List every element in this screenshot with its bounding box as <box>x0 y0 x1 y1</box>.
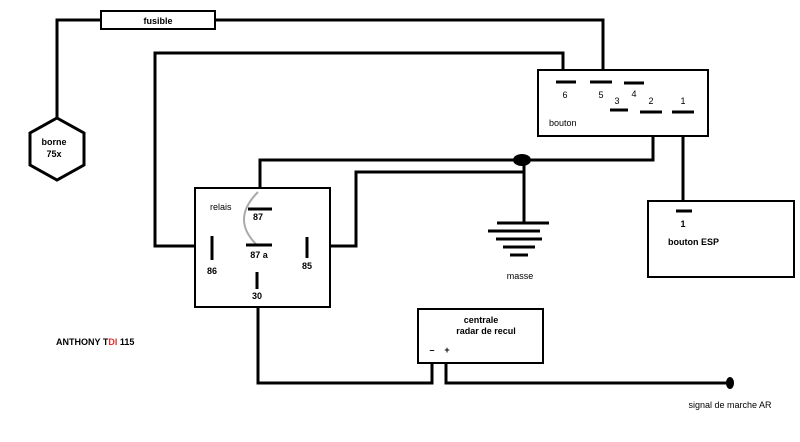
relay-pin-30: 30 <box>252 291 262 301</box>
wire-relay85-to-junction <box>330 170 524 248</box>
relay-pin-87: 87 <box>253 212 263 222</box>
esp-button-label: bouton ESP <box>668 237 719 247</box>
relay-pin-86: 86 <box>207 266 217 276</box>
reverse-signal-label: signal de marche AR <box>688 400 772 410</box>
terminal-label-line2: 75x <box>46 149 61 159</box>
fuse-label: fusible <box>143 16 172 26</box>
radar-minus: – <box>429 345 434 355</box>
radar-label-line1: centrale <box>464 315 499 325</box>
wire-switch-to-junction <box>258 136 655 188</box>
wire-relay30-to-radar <box>256 307 434 385</box>
wire-switch-to-relay86 <box>153 51 565 248</box>
switch-label: bouton <box>549 118 577 128</box>
author-signature: ANTHONY TDI 115 <box>56 337 134 347</box>
esp-pin-1: 1 <box>680 219 685 229</box>
switch-pin-1: 1 <box>680 96 685 106</box>
wire-radar-to-reverse-signal <box>444 363 728 385</box>
author-part3: 115 <box>117 337 134 347</box>
ground-label: masse <box>507 271 534 281</box>
reverse-signal-terminal <box>726 377 734 389</box>
radar-unit-box <box>417 308 544 364</box>
switch-pin-4: 4 <box>631 89 636 99</box>
junction-dot <box>513 154 531 166</box>
author-part2: DI <box>108 337 117 347</box>
relay-switch-arc <box>243 191 259 247</box>
terminal-hexagon <box>28 116 86 182</box>
switch-pin-3: 3 <box>614 96 619 106</box>
terminal-label-line1: borne <box>41 137 66 147</box>
esp-button-box <box>647 200 795 278</box>
switch-pin-2: 2 <box>648 96 653 106</box>
relay-pin-87a: 87 a <box>250 250 269 260</box>
wire-terminal-to-fuse <box>55 18 101 120</box>
relay-label: relais <box>210 202 232 212</box>
radar-label-line2: radar de recul <box>456 326 516 336</box>
wire-fuse-to-switch <box>215 18 605 70</box>
radar-plus: + <box>444 345 449 355</box>
switch-pin-6: 6 <box>562 90 567 100</box>
author-part1: ANTHONY T <box>56 337 109 347</box>
relay-pin-85: 85 <box>302 261 312 271</box>
fuse <box>100 10 216 30</box>
switch-pin-5: 5 <box>598 90 603 100</box>
